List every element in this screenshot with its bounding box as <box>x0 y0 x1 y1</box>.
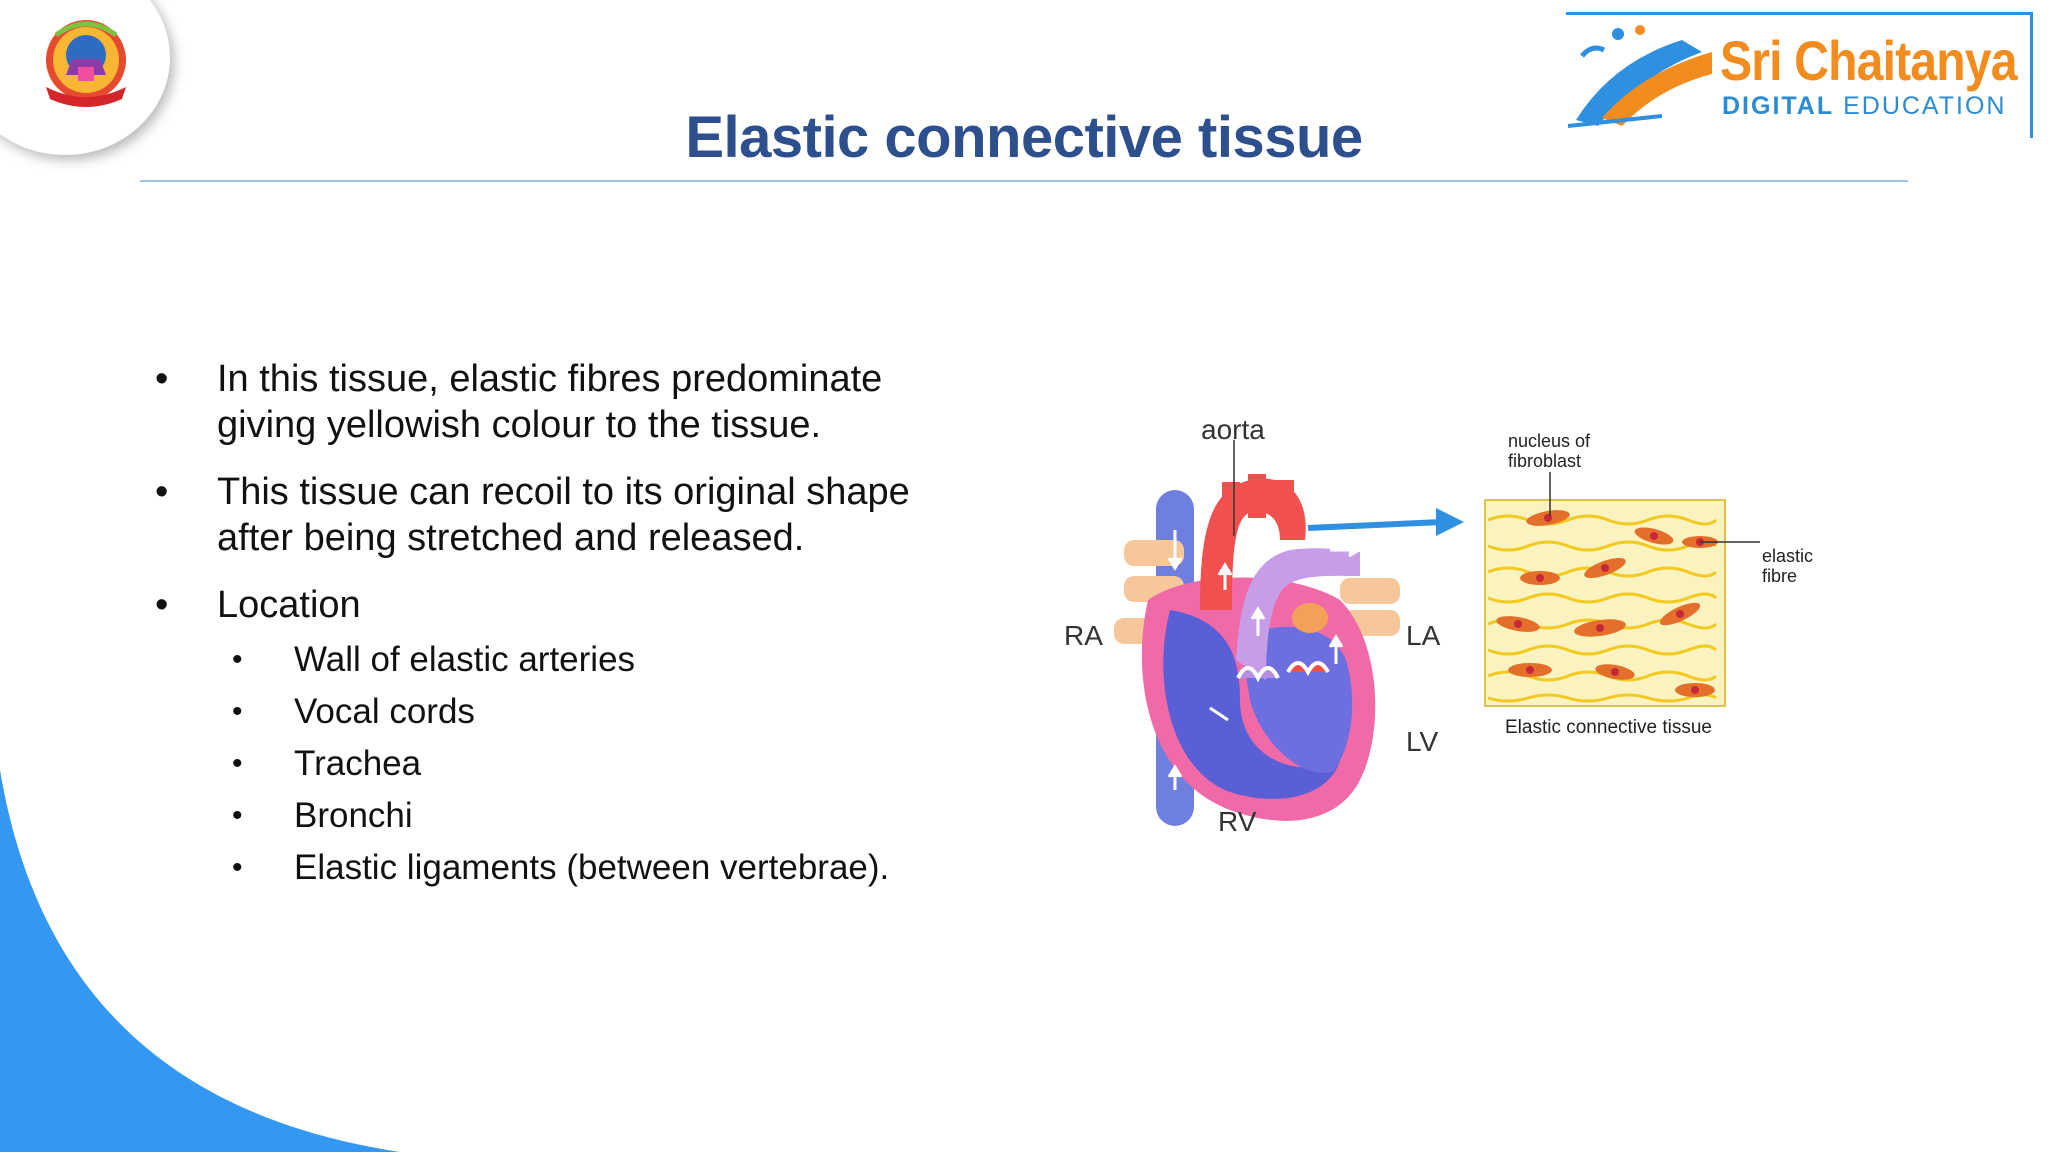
brand-subtitle-light: EDUCATION <box>1843 92 2007 120</box>
label-rv: RV <box>1218 806 1257 837</box>
location-item: Wall of elastic arteries <box>294 640 636 679</box>
left-atrium <box>1292 603 1328 633</box>
brand-frame-right <box>2030 12 2033 138</box>
right-ventricle <box>1163 610 1340 799</box>
label-ra: RA <box>1064 620 1103 651</box>
school-emblem-icon <box>46 20 126 107</box>
bullet-line: giving yellowish colour to the tissue. <box>217 404 822 446</box>
brand-name: Sri Chaitanya <box>1720 29 2017 92</box>
tissue-caption: Elastic connective tissue <box>1505 717 1712 738</box>
location-item: Bronchi <box>294 796 413 835</box>
vessel-opening <box>1170 666 1210 698</box>
vessel-opening <box>1168 620 1212 652</box>
valve <box>1236 666 1280 683</box>
sub-bullet-item: • Vocal cords <box>150 686 950 738</box>
location-item: Elastic ligaments (between vertebrae). <box>294 848 890 887</box>
label-line: elastic <box>1762 546 1814 566</box>
pointer-arrow <box>1307 519 1443 531</box>
label-line: nucleus of <box>1508 431 1591 451</box>
label-la: LA <box>1406 620 1441 651</box>
label-nucleus-of-fibroblast: nucleus of fibroblast <box>1508 431 1590 471</box>
valve <box>1286 661 1330 677</box>
nuclei <box>1514 514 1704 694</box>
fibroblast-cells <box>1496 510 1718 697</box>
location-item: Vocal cords <box>294 692 475 731</box>
bullet-line: This tissue can recoil to its original s… <box>217 471 910 513</box>
pulmonary-artery <box>1236 548 1360 680</box>
bullet-dot: • <box>155 358 169 400</box>
bullet-dot: • <box>155 584 169 626</box>
sub-bullet-item: • Wall of elastic arteries <box>150 634 950 686</box>
sub-bullet-item: • Bronchi <box>150 790 950 842</box>
bullet-line: Location <box>217 584 361 626</box>
bullet-dot: • <box>232 643 243 676</box>
bullet-dot: • <box>232 851 243 884</box>
heart-and-tissue-diagram <box>1114 440 1760 826</box>
label-elastic-fibre: elastic fibre <box>1762 546 1813 586</box>
brand-subtitle-bold: DIGITAL <box>1722 92 1835 120</box>
bullet-list: • In this tissue, elastic fibres predomi… <box>150 356 950 894</box>
bullet-dot: • <box>232 799 243 832</box>
page-title: Elastic connective tissue <box>685 105 1363 170</box>
sub-bullet-item: • Elastic ligaments (between vertebrae). <box>150 842 950 894</box>
label-lv: LV <box>1406 726 1439 757</box>
label-line: fibroblast <box>1508 451 1582 471</box>
vessel-stub <box>1340 578 1400 604</box>
book-logo-icon <box>1567 25 1712 128</box>
bullet-line: In this tissue, elastic fibres predomina… <box>217 358 883 400</box>
bullet-item: • In this tissue, elastic fibres predomi… <box>150 356 950 448</box>
location-item: Trachea <box>294 744 422 783</box>
bullet-dot: • <box>232 747 243 780</box>
blood-flow-arrows <box>1167 530 1362 790</box>
bullet-dot: • <box>155 471 169 513</box>
bullet-item: • This tissue can recoil to its original… <box>150 469 950 561</box>
bullet-item: • Location <box>150 582 950 628</box>
brand-subtitle: DIGITAL EDUCATION <box>1722 92 2006 121</box>
pointer-arrow-head <box>1436 508 1464 536</box>
brand-frame-top <box>1566 12 2033 15</box>
title-divider <box>140 180 1908 182</box>
label-aorta: aorta <box>1201 414 1265 445</box>
sub-bullet-item: • Trachea <box>150 738 950 790</box>
bullet-dot: • <box>232 695 243 728</box>
bullet-line: after being stretched and released. <box>217 517 805 559</box>
label-line: fibre <box>1762 566 1798 586</box>
left-ventricle <box>1240 626 1353 774</box>
